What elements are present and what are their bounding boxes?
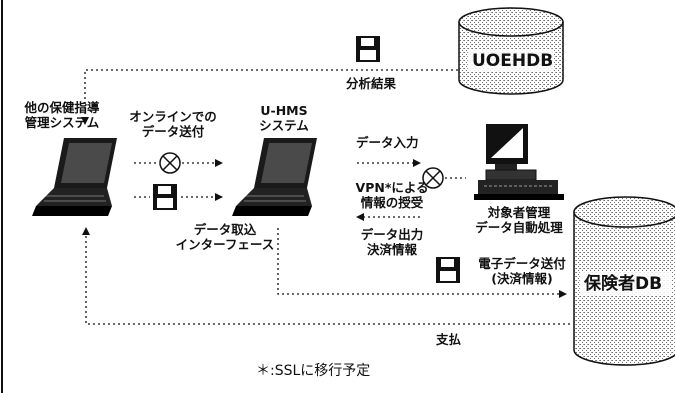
analysis-result-label: 分析結果 <box>346 76 397 91</box>
vpn-line1: VPN*による <box>355 180 429 195</box>
uhms-line2: システム <box>259 118 309 133</box>
e-send-line1: 電子データ送付 <box>478 256 566 271</box>
uhms-label: U-HMS システム <box>244 103 324 133</box>
encryption-circle-icon <box>422 167 444 189</box>
floppy-disk-icon <box>436 257 460 283</box>
other-system-line2: 管理システム <box>24 115 100 130</box>
payment-label: 支払 <box>436 332 462 347</box>
vpn-label: VPN*による 情報の授受 <box>352 180 432 210</box>
data-import-label: データ取込 インターフェース <box>170 222 280 252</box>
other-system-line1: 他の保健指導 <box>24 100 100 115</box>
workstation-icon <box>474 124 564 200</box>
uoehdb-cylinder <box>458 7 564 95</box>
e-send-arrow <box>277 228 567 298</box>
online-send-label: オンラインでの データ送付 <box>118 109 228 139</box>
vpn-line2: 情報の授受 <box>360 195 424 210</box>
other-system-label: 他の保健指導 管理システム <box>6 100 118 130</box>
encryption-circle-icon <box>159 152 181 174</box>
data-output-line1: データ出力 <box>360 227 424 242</box>
e-send-label: 電子データ送付 (決済情報) <box>466 256 578 286</box>
footnote: ＊:SSLに移行予定 <box>256 363 371 379</box>
subject-mgmt-line1: 対象者管理 <box>487 205 551 220</box>
subject-mgmt-label: 対象者管理 データ自動処理 <box>458 205 580 235</box>
payment-arrow <box>82 227 570 325</box>
online-send-line1: オンラインでの <box>129 109 217 124</box>
floppy-disk-icon <box>153 184 177 210</box>
online-send-line2: データ送付 <box>141 124 205 139</box>
laptop-icon <box>32 138 117 216</box>
data-input-label: データ入力 <box>356 135 419 150</box>
data-import-line1: データ取込 <box>193 222 257 237</box>
floppy-disk-icon <box>356 36 380 62</box>
data-output-line2: 決済情報 <box>366 242 417 257</box>
laptop-icon <box>232 138 317 216</box>
insurer-db-label: 保険者DB <box>584 274 663 294</box>
uoehdb-label: UOEHDB <box>472 51 554 71</box>
e-send-line2: (決済情報) <box>491 271 553 286</box>
data-output-label: データ出力 決済情報 <box>352 227 432 257</box>
uhms-line1: U-HMS <box>260 103 308 118</box>
data-import-line2: インターフェース <box>175 237 275 252</box>
subject-mgmt-line2: データ自動処理 <box>475 220 563 235</box>
insurer-db-cylinder <box>573 196 675 366</box>
